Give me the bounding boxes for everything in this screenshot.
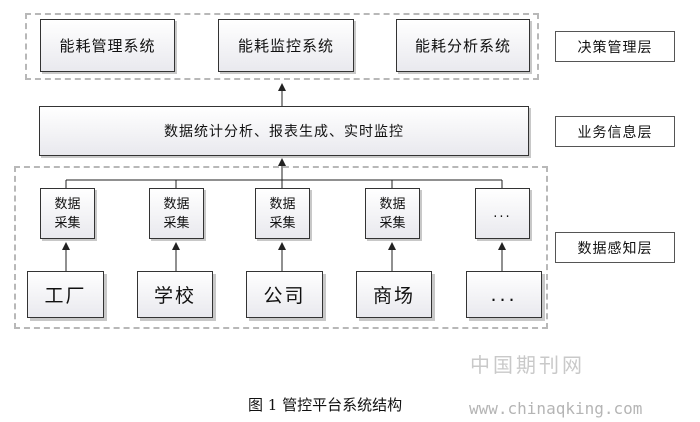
source-school-box: 学校: [137, 271, 213, 318]
sensing-layer-group: [14, 166, 548, 329]
energy-management-system-box: 能耗管理系统: [40, 19, 175, 72]
business-info-box: 数据统计分析、报表生成、实时监控: [39, 106, 529, 156]
figure-caption: 图 1 管控平台系统结构: [248, 396, 403, 414]
source-mall-box: 商场: [356, 271, 432, 318]
source-more-label: ...: [490, 283, 518, 306]
watermark-url: www.chinaqking.com: [469, 399, 643, 418]
data-collector-5: ...: [475, 188, 530, 239]
decision-layer-label: 决策管理层: [555, 31, 675, 62]
data-collector-label: 数据 采集: [269, 196, 296, 231]
data-collector-label: 数据 采集: [379, 196, 406, 231]
source-factory-label: 工厂: [44, 285, 87, 307]
energy-monitoring-system-box: 能耗监控系统: [218, 19, 354, 72]
decision-layer-group: [25, 13, 539, 80]
source-more-box: ...: [466, 271, 542, 318]
data-collector-label: 数据 采集: [54, 196, 81, 231]
source-company-label: 公司: [263, 285, 306, 307]
energy-monitoring-system-label: 能耗监控系统: [237, 37, 334, 55]
data-collector-1: 数据 采集: [40, 188, 95, 239]
sensing-layer-label: 数据感知层: [555, 232, 675, 263]
energy-analysis-system-box: 能耗分析系统: [396, 19, 530, 72]
business-info-label: 数据统计分析、报表生成、实时监控: [164, 124, 404, 140]
source-school-label: 学校: [153, 285, 196, 307]
data-collector-3: 数据 采集: [255, 188, 310, 239]
energy-management-system-label: 能耗管理系统: [59, 37, 156, 55]
source-mall-label: 商场: [372, 285, 415, 307]
data-collector-2: 数据 采集: [149, 188, 204, 239]
data-collector-4: 数据 采集: [365, 188, 420, 239]
watermark-cn: 中国期刊网: [470, 353, 585, 377]
data-collector-label: 数据 采集: [163, 196, 190, 231]
source-factory-box: 工厂: [27, 271, 104, 318]
data-collector-ellipsis: ...: [493, 206, 512, 221]
business-layer-label: 业务信息层: [555, 116, 675, 147]
energy-analysis-system-label: 能耗分析系统: [414, 37, 511, 55]
source-company-box: 公司: [246, 271, 323, 318]
